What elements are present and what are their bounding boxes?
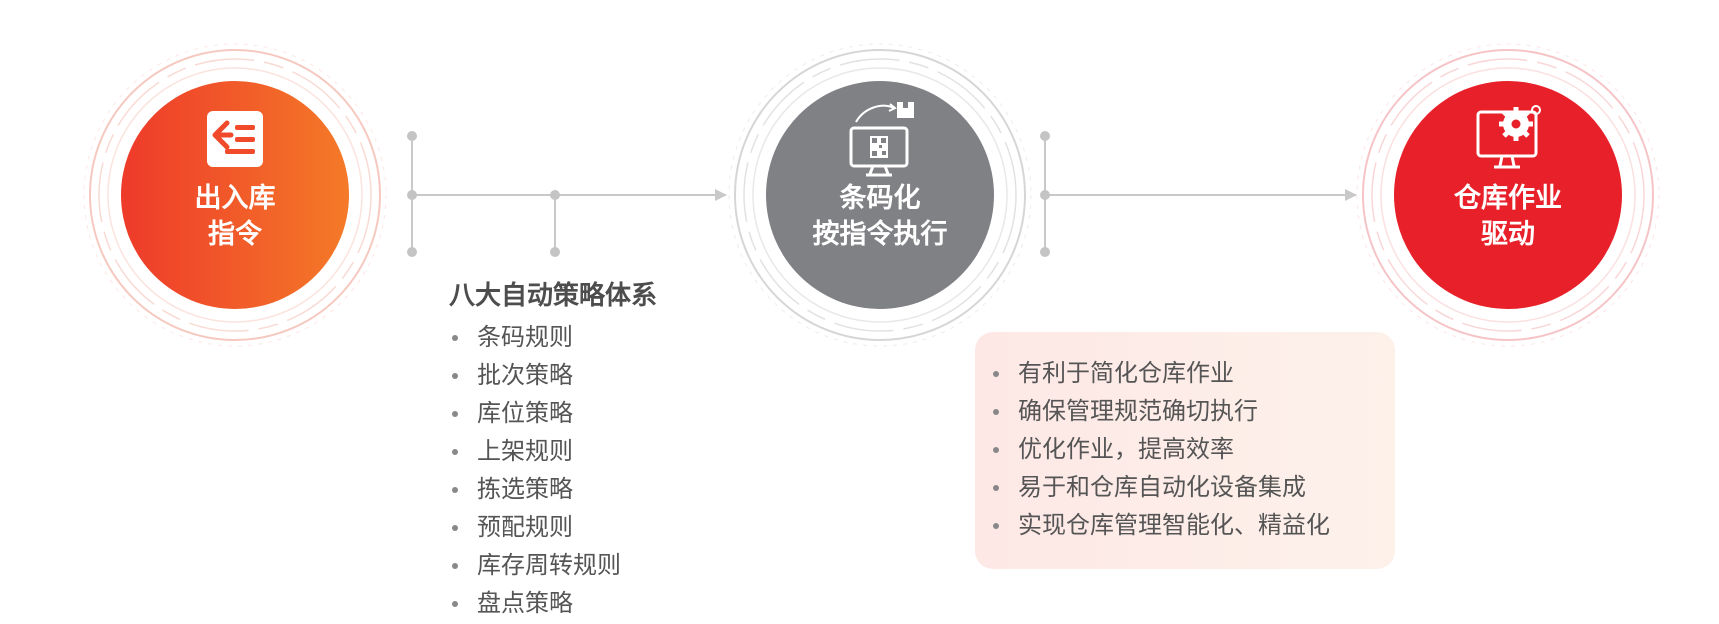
node-rings-driver <box>1356 43 1660 347</box>
node-circle-barcode <box>766 81 994 309</box>
node-label-line: 出入库 <box>194 183 276 214</box>
list-item: 上架规则 <box>449 432 621 470</box>
barcode-monitor-icon <box>849 102 914 177</box>
list-item: 易于和仓库自动化设备集成 <box>990 468 1330 506</box>
connector-2-dots <box>1040 131 1050 257</box>
node-label-line: 驱动 <box>1481 219 1535 250</box>
node-rings-inbound <box>83 43 387 347</box>
node-label-line: 条码化 <box>839 183 921 214</box>
node-circle-driver <box>1394 81 1622 309</box>
node-label-line: 按指令执行 <box>812 219 948 250</box>
connector-1 <box>411 136 727 252</box>
strategy-title: 八大自动策略体系 <box>449 281 658 311</box>
list-item: 条码规则 <box>449 318 621 356</box>
connector-2 <box>1044 136 1357 252</box>
connector-1-dots <box>407 131 560 257</box>
strategy-list: 条码规则 批次策略 库位策略 上架规则 拣选策略 预配规则 库存周转规则 盘点策… <box>449 318 621 622</box>
list-item: 库存周转规则 <box>449 546 621 584</box>
node-circle-inbound <box>121 81 349 309</box>
list-item: 库位策略 <box>449 394 621 432</box>
list-return-icon <box>207 111 263 167</box>
node-label-barcode: 条码化 按指令执行 <box>780 181 980 253</box>
list-item: 有利于简化仓库作业 <box>990 354 1330 392</box>
list-item: 优化作业，提高效率 <box>990 430 1330 468</box>
list-item: 确保管理规范确切执行 <box>990 392 1330 430</box>
benefits-list: 有利于简化仓库作业 确保管理规范确切执行 优化作业，提高效率 易于和仓库自动化设… <box>990 354 1330 544</box>
node-label-line: 仓库作业 <box>1454 183 1562 214</box>
list-item: 盘点策略 <box>449 584 621 622</box>
list-item: 拣选策略 <box>449 470 621 508</box>
node-rings-barcode <box>728 43 1032 347</box>
node-label-inbound: 出入库 指令 <box>135 181 335 253</box>
node-label-line: 指令 <box>208 219 262 250</box>
list-item: 预配规则 <box>449 508 621 546</box>
benefits-panel <box>975 332 1395 569</box>
list-item: 实现仓库管理智能化、精益化 <box>990 506 1330 544</box>
list-item: 批次策略 <box>449 356 621 394</box>
node-label-driver: 仓库作业 驱动 <box>1408 181 1608 253</box>
gear-monitor-icon <box>1476 105 1541 169</box>
